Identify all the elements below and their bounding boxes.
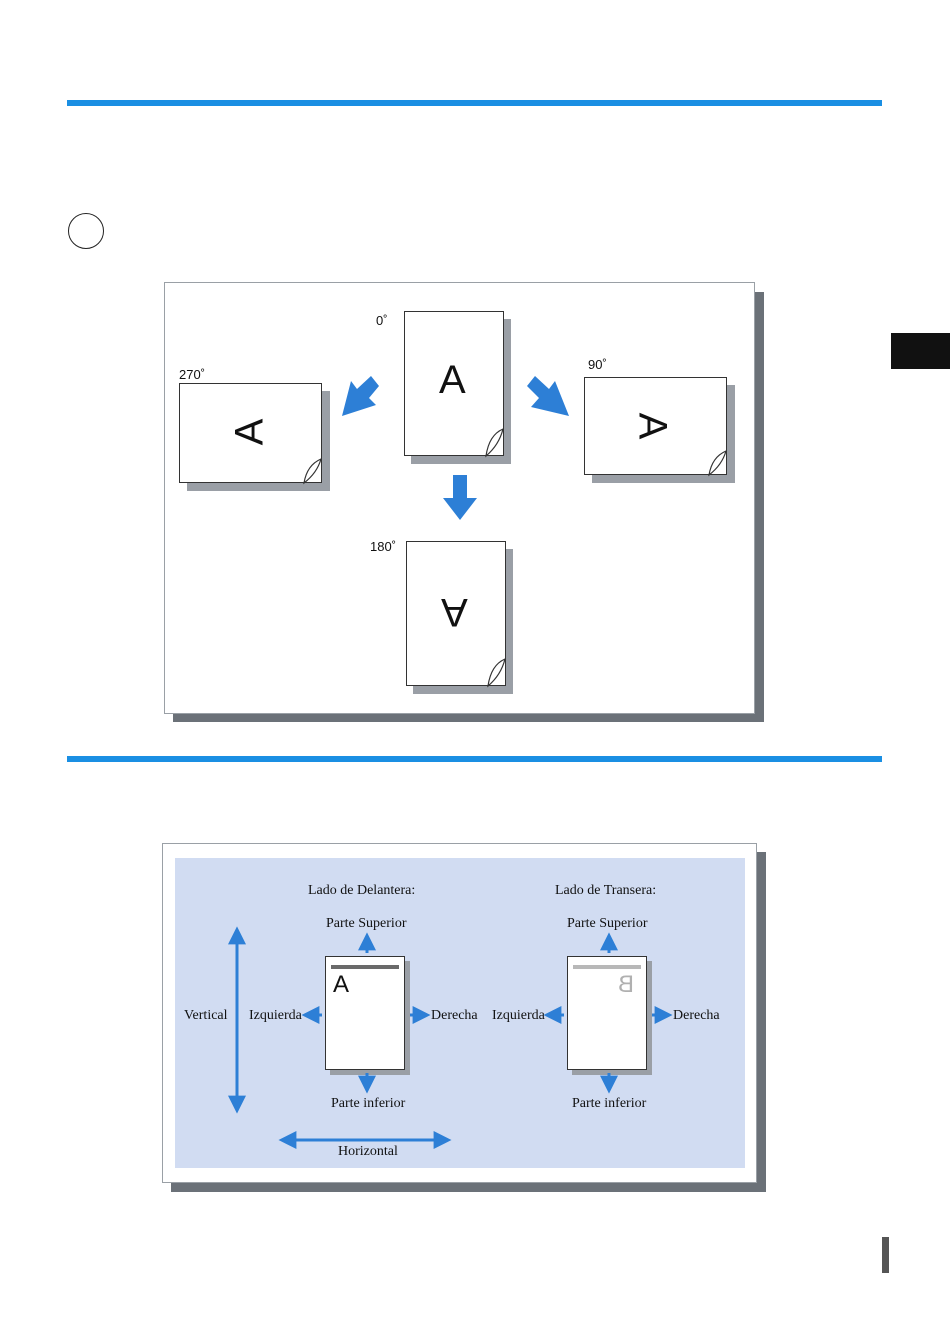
page-marker	[882, 1237, 889, 1273]
section-rule-middle	[67, 756, 882, 762]
chapter-tab	[891, 333, 950, 369]
sides-panel: Lado de Delantera: Lado de Transera: Par…	[175, 858, 745, 1168]
rotation-arrows	[165, 283, 756, 715]
rotation-figure: 0˚ A 270˚ A 90˚ A 180˚ A	[164, 282, 755, 714]
arrow-to-270-icon	[342, 376, 379, 416]
arrow-to-180-icon	[443, 475, 477, 520]
arrow-to-90-icon	[527, 376, 569, 416]
sides-arrows	[175, 858, 745, 1168]
section-rule-top	[67, 100, 882, 106]
sides-figure: Lado de Delantera: Lado de Transera: Par…	[162, 843, 757, 1183]
note-circle-icon	[68, 213, 104, 249]
